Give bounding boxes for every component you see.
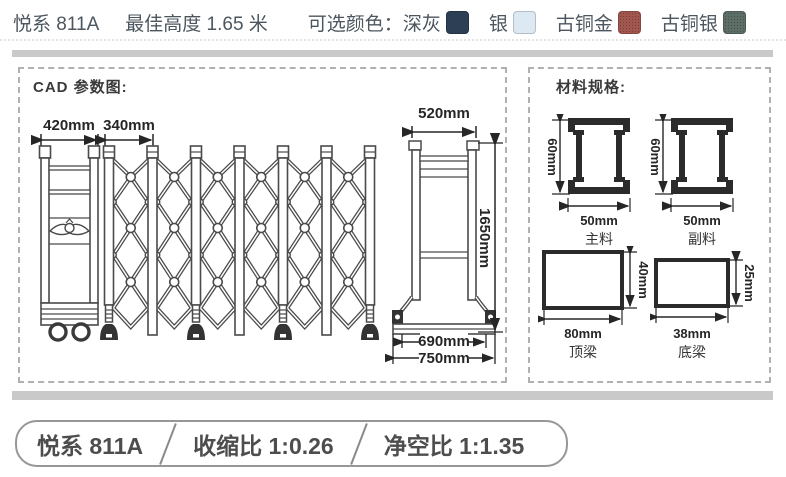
- shrink-ratio: 收缩比 1:0.26: [193, 432, 334, 459]
- ratio-summary-box: 悦系 811A 收缩比 1:0.26 净空比 1:1.35: [15, 420, 568, 467]
- profile-aux-height: 60mm: [648, 138, 663, 176]
- top-beam-width: 80mm: [564, 326, 602, 341]
- bottom-beam-height: 25mm: [742, 264, 757, 302]
- cad-title: CAD 参数图:: [33, 79, 128, 96]
- top-beam-height: 40mm: [636, 261, 651, 299]
- bottom-beam-drawing: 25mm 38mm 底梁: [650, 250, 757, 360]
- colors-label: 可选颜色：: [307, 13, 403, 35]
- color-name-bronze-silver: 古铜银: [660, 13, 718, 35]
- profile-main-height: 60mm: [545, 138, 560, 176]
- color-name-darkgray: 深灰: [402, 13, 441, 35]
- profile-main-width: 50mm: [580, 213, 618, 228]
- profile-aux-drawing: 60mm 50mm 副料: [648, 114, 734, 247]
- gate-trolley: [38, 145, 101, 342]
- dim-750: 750mm: [418, 350, 470, 367]
- bottom-beam-label: 底梁: [678, 344, 706, 360]
- gate-front-view-drawing: 420mm 340mm: [31, 117, 380, 342]
- color-swatch-bronze-gold: [617, 10, 641, 34]
- materials-title: 材料规格:: [556, 79, 626, 96]
- brand-emblem-icon: [48, 218, 91, 236]
- slash-divider: [349, 422, 368, 465]
- profile-aux-shape: [671, 118, 733, 194]
- dim-1650: 1650mm: [476, 208, 493, 268]
- profile-aux-width: 50mm: [683, 213, 721, 228]
- trolley-wheel: [48, 322, 68, 342]
- gate-side-view-drawing: 520mm: [385, 105, 503, 367]
- color-swatch-bronze-silver: [722, 10, 746, 34]
- dim-690: 690mm: [418, 333, 470, 350]
- bottom-beam-width: 38mm: [673, 326, 711, 341]
- header: 悦系 811A 最佳高度 1.65 米 可选颜色： 深灰 银 古铜金 古铜银: [13, 7, 746, 37]
- top-beam-drawing: 40mm 80mm 顶梁: [538, 246, 651, 360]
- top-beam-label: 顶梁: [569, 344, 597, 360]
- profile-aux-label: 副料: [688, 231, 716, 247]
- color-swatch-silver: [512, 10, 536, 34]
- model-name: 悦系 811A: [13, 13, 100, 35]
- color-swatch-darkgray: [445, 10, 469, 34]
- profile-main-shape: [568, 118, 630, 194]
- separator-bar-bottom: [12, 391, 773, 400]
- color-name-silver: 银: [488, 13, 508, 35]
- top-beam-shape: [542, 250, 624, 310]
- slash-divider: [159, 422, 177, 465]
- profile-main-drawing: 60mm 50mm 主料: [545, 114, 631, 247]
- color-name-bronze-gold: 古铜金: [555, 13, 613, 35]
- best-height: 最佳高度 1.65 米: [125, 13, 268, 35]
- separator-bar-top: [12, 50, 773, 57]
- footer-model: 悦系 811A: [37, 432, 144, 459]
- trolley-wheel: [71, 322, 91, 342]
- dim-520: 520mm: [418, 105, 470, 122]
- clear-ratio: 净空比 1:1.35: [383, 432, 525, 459]
- bottom-beam-shape: [654, 258, 730, 308]
- dim-340: 340mm: [103, 117, 155, 134]
- profile-main-label: 主料: [585, 231, 613, 247]
- header-divider: [0, 39, 786, 41]
- dim-420: 420mm: [43, 117, 95, 134]
